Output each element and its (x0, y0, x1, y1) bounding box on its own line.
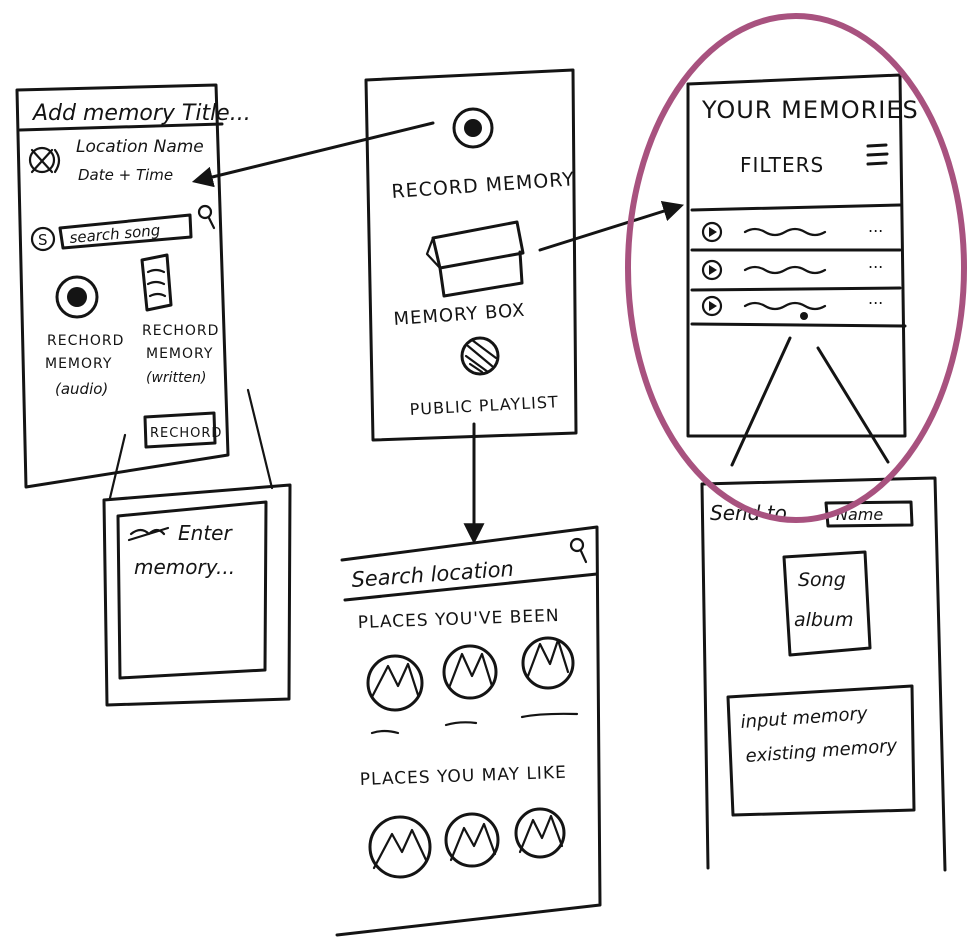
location-name[interactable]: Location Name (76, 137, 204, 157)
your-memories-frame (686, 73, 907, 438)
mountain-icon[interactable] (368, 815, 432, 879)
row-more[interactable]: ... (868, 289, 883, 308)
mountain-icon[interactable] (514, 807, 566, 859)
existing-memory-option[interactable]: existing memory (745, 735, 898, 767)
send-screen: Send to... Name Song album input memory … (700, 476, 947, 872)
places-been-label: PLACES YOU'VE BEEN (357, 606, 559, 633)
svg-text:S: S (38, 231, 48, 249)
caption-scribbles (370, 712, 579, 735)
arrow-to-your-memories (538, 201, 685, 252)
globe-icon[interactable] (460, 336, 500, 376)
hamburger-menu-icon[interactable] (866, 143, 889, 166)
record-audio-line2: MEMORY (45, 356, 112, 372)
input-memory-option[interactable]: input memory (740, 703, 869, 733)
flow-arrows (191, 121, 685, 545)
search-location-screen: Search location PLACES YOU'VE BEEN PLACE… (335, 525, 602, 937)
record-written-line2: MEMORY (146, 346, 213, 362)
record-memory-label[interactable]: RECORD MEMORY (391, 168, 576, 203)
selected-dot (800, 312, 808, 320)
scribble (127, 526, 170, 542)
enter-memory-line1: Enter (178, 521, 233, 545)
record-audio-icon[interactable] (55, 275, 99, 319)
record-button-label: RECHORD (150, 426, 222, 441)
play-icon (709, 301, 717, 311)
mountain-icon[interactable] (444, 812, 500, 868)
document-icon[interactable] (140, 253, 173, 312)
zoom-lines (108, 388, 274, 500)
enter-memory-outer-frame (102, 483, 292, 707)
add-memory-title[interactable]: Add memory Title... (31, 101, 251, 126)
record-written-line3: (written) (146, 370, 206, 386)
your-memories-screen: YOUR MEMORIES FILTERS ... ... ... (686, 73, 919, 467)
enter-memory-popup: Enter memory... (102, 388, 292, 707)
song-line1: Song (798, 569, 846, 591)
play-icon (709, 265, 717, 275)
highlight-ellipse (625, 13, 967, 523)
date-time[interactable]: Date + Time (78, 166, 173, 184)
row-more[interactable]: ... (868, 217, 883, 236)
memory-box-label[interactable]: MEMORY BOX (393, 300, 526, 330)
search-icon[interactable] (197, 204, 216, 230)
location-pin-icon (28, 146, 61, 174)
list-dividers (690, 203, 907, 328)
play-icon (709, 227, 717, 237)
your-memories-title: YOUR MEMORIES (701, 96, 919, 124)
spotify-icon: S (30, 226, 56, 252)
row-more[interactable]: ... (868, 253, 883, 272)
search-divider (343, 572, 599, 602)
search-song-field[interactable] (58, 213, 193, 250)
home-frame (364, 68, 578, 442)
song-album-card[interactable] (782, 550, 872, 657)
memory-row[interactable]: ... (701, 289, 883, 317)
enter-memory-text-area[interactable] (116, 500, 268, 680)
memory-row[interactable]: ... (701, 217, 883, 243)
enter-memory-line2: memory... (134, 555, 235, 579)
send-frame (700, 476, 947, 872)
title-divider (18, 122, 224, 132)
mountain-icon[interactable] (366, 654, 424, 712)
filters-label[interactable]: FILTERS (740, 153, 824, 177)
arrow-to-add-memory (191, 121, 435, 188)
record-icon[interactable] (452, 107, 494, 149)
box-icon[interactable] (425, 220, 525, 298)
places-may-like-label: PLACES YOU MAY LIKE (359, 763, 567, 790)
memory-choice-card (726, 684, 916, 817)
record-button[interactable] (143, 411, 217, 449)
zoom-lines (730, 336, 890, 467)
mountain-icon[interactable] (442, 644, 498, 700)
mountain-icon[interactable] (521, 636, 575, 690)
add-memory-screen: Add memory Title... Location Name Date +… (15, 83, 251, 489)
record-audio-line3: (audio) (55, 380, 108, 398)
public-playlist-label[interactable]: PUBLIC PLAYLIST (409, 392, 559, 419)
song-line2: album (794, 609, 854, 631)
memory-row[interactable]: ... (701, 253, 883, 281)
add-memory-frame (15, 83, 230, 489)
search-icon[interactable] (569, 537, 588, 564)
record-written-line1: RECHORD (142, 323, 219, 339)
search-location-title[interactable]: Search location (351, 557, 515, 592)
home-screen: RECORD MEMORY MEMORY BOX PUBLIC PLAYLIST (364, 68, 578, 442)
record-audio-line1: RECHORD (47, 333, 124, 349)
